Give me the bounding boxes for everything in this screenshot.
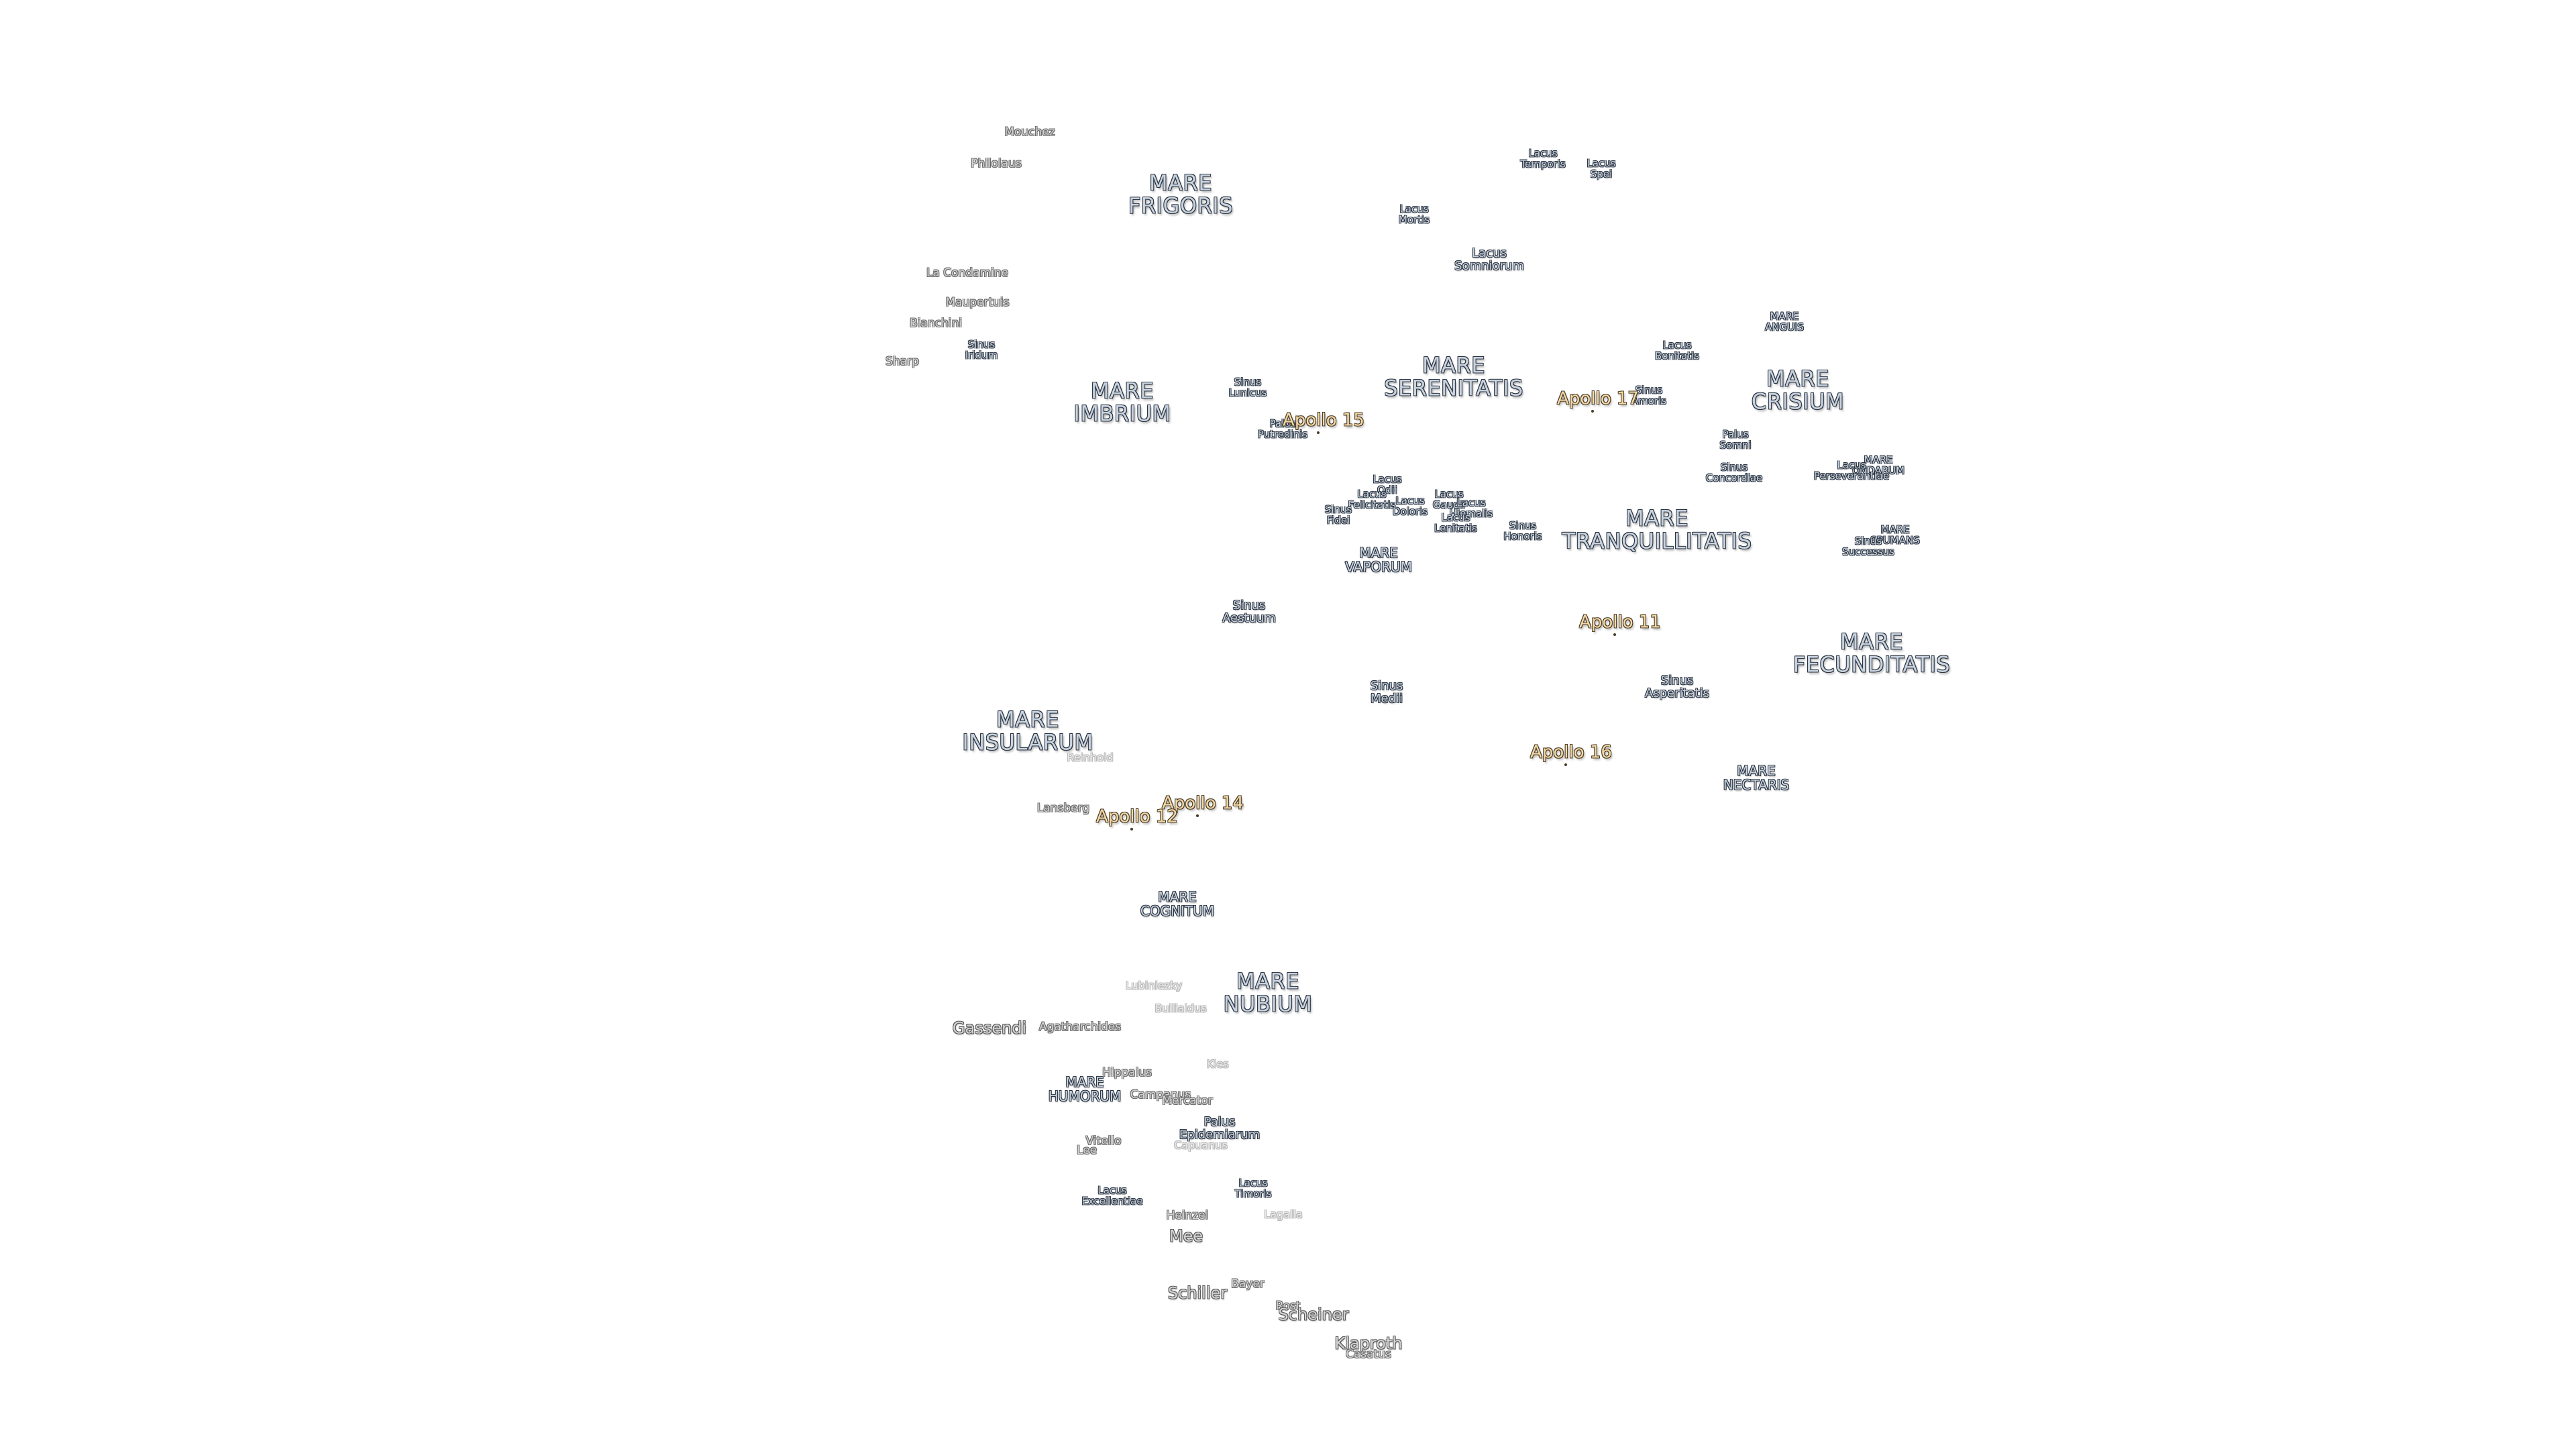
label-sinus-concordiae: Sinus Concordiae — [1705, 461, 1763, 484]
label-mare-frigoris: MARE FRIGORIS — [1128, 170, 1234, 218]
label-sinus-medii: Sinus Medii — [1370, 679, 1403, 706]
label-mare-undarum: MARE UNDARUM — [1851, 453, 1905, 476]
landing-site-marker-apollo-14 — [1196, 814, 1199, 817]
label-lacus-bonitatis: Lacus Bonitatis — [1654, 339, 1700, 362]
label-apollo-15: Apollo 15 — [1283, 410, 1364, 431]
label-palus-epidemiarum: Palus Epidemiarum — [1179, 1115, 1260, 1142]
label-palus-somni: Palus Somni — [1719, 428, 1752, 451]
label-apollo-17: Apollo 17 — [1557, 388, 1639, 409]
label-bayer: Bayer — [1231, 1277, 1265, 1291]
label-mercator: Mercator — [1162, 1094, 1213, 1108]
label-casatus: Casatus — [1346, 1348, 1391, 1362]
label-lacus-spei: Lacus Spei — [1587, 157, 1616, 180]
label-apollo-16: Apollo 16 — [1530, 742, 1612, 763]
label-mare-vaporum: MARE VAPORUM — [1345, 545, 1412, 575]
label-gassendi: Gassendi — [952, 1018, 1027, 1038]
label-mare-nubium: MARE NUBIUM — [1223, 968, 1313, 1016]
landing-site-marker-apollo-17 — [1591, 410, 1594, 413]
label-lacus-gaudii: Lacus Gaudii — [1432, 488, 1466, 511]
label-reinhold: Reinhold — [1067, 751, 1114, 764]
label-mare-fecunditatis: MARE FECUNDITATIS — [1792, 629, 1951, 677]
label-lacus-temporis: Lacus Temporis — [1520, 147, 1566, 170]
label-mare-spumans: MARE SPUMANS — [1870, 523, 1920, 546]
label-mare-anguis: MARE ANGUIS — [1764, 310, 1805, 333]
label-apollo-12: Apollo 12 — [1096, 806, 1178, 827]
label-mare-nectaris: MARE NECTARIS — [1723, 763, 1790, 793]
label-mee: Mee — [1169, 1226, 1203, 1246]
label-bullialdus: Bullialdus — [1155, 1002, 1207, 1015]
landing-site-marker-apollo-15 — [1317, 431, 1320, 434]
label-lacus-excellentiae: Lacus Excellentiae — [1081, 1184, 1143, 1207]
label-sinus-successus: Sinus Successus — [1842, 535, 1894, 557]
label-lacus-hiemalis: Lacus Hiemalis — [1449, 496, 1493, 519]
label-mare-cognitum: MARE COGNITUM — [1140, 889, 1215, 919]
landing-site-marker-apollo-16 — [1564, 763, 1567, 766]
label-lacus-lenitatis: Lacus Lenitatis — [1434, 511, 1477, 534]
label-klaproth: Klaproth — [1334, 1334, 1403, 1353]
label-lee: Lee — [1076, 1144, 1097, 1158]
label-lacus-doloris: Lacus Doloris — [1392, 494, 1428, 517]
label-heinzel: Heinzel — [1166, 1209, 1209, 1223]
label-mouchez: Mouchez — [1004, 125, 1055, 140]
label-sinus-asperitatis: Sinus Asperitatis — [1644, 674, 1710, 700]
label-scheiner: Scheiner — [1278, 1305, 1349, 1324]
label-sinus-fidei: Sinus Fidei — [1324, 503, 1352, 526]
label-palus-putredinis: Palus Putredinis — [1257, 417, 1308, 440]
label-mare-imbrium: MARE IMBRIUM — [1073, 378, 1171, 426]
label-lagalla: Lagalla — [1264, 1208, 1303, 1221]
label-maupertuis: Maupertuis — [945, 296, 1010, 310]
label-capuanus: Capuanus — [1174, 1138, 1228, 1152]
label-lacus-odii: Lacus Odii — [1373, 473, 1402, 496]
label-kies: Kies — [1206, 1057, 1229, 1071]
label-sharp: Sharp — [885, 355, 919, 369]
label-mare-insularum: MARE INSULARUM — [962, 706, 1093, 755]
label-rost: Rost — [1275, 1299, 1301, 1313]
label-vitello: Vitello — [1085, 1134, 1122, 1148]
label-mare-crisium: MARE CRISIUM — [1751, 366, 1845, 414]
label-schiller: Schiller — [1167, 1283, 1228, 1303]
label-lacus-perseverantiae: Lacus Perseverantiae — [1813, 459, 1890, 482]
label-lacus-mortis: Lacus Mortis — [1398, 203, 1430, 225]
landing-site-marker-apollo-11 — [1613, 633, 1616, 636]
label-sinus-iridum: Sinus Iridum — [965, 338, 998, 361]
label-sinus-honoris: Sinus Honoris — [1503, 519, 1542, 542]
label-lansberg: Lansberg — [1036, 802, 1090, 816]
label-apollo-11: Apollo 11 — [1579, 612, 1661, 633]
label-mare-humorum: MARE HUMORUM — [1048, 1074, 1122, 1104]
label-lacus-felicitatis: Lacus Felicitatis — [1348, 488, 1396, 511]
label-sinus-lunicus: Sinus Lunicus — [1228, 376, 1267, 398]
label-hippalus: Hippalus — [1102, 1066, 1152, 1080]
label-agatharchides: Agatharchides — [1038, 1020, 1122, 1034]
label-campanus: Campanus — [1130, 1088, 1191, 1102]
label-apollo-14: Apollo 14 — [1162, 793, 1244, 814]
label-lubiniezky: Lubiniezky — [1125, 979, 1183, 992]
label-mare-tranquillitatis: MARE TRANQUILLITATIS — [1562, 505, 1752, 553]
label-sinus-amoris: Sinus Amoris — [1631, 384, 1667, 407]
label-bianchini: Bianchini — [910, 317, 962, 331]
label-lacus-somniorum: Lacus Somniorum — [1454, 246, 1524, 273]
label-lacus-timoris: Lacus Timoris — [1234, 1177, 1272, 1199]
label-la-condamine: La Condamine — [926, 266, 1009, 280]
label-mare-serenitatis: MARE SERENITATIS — [1384, 352, 1523, 400]
label-sinus-aestuum: Sinus Aestuum — [1222, 598, 1276, 625]
label-philolaus: Philolaus — [971, 157, 1022, 171]
landing-site-marker-apollo-12 — [1130, 828, 1133, 830]
